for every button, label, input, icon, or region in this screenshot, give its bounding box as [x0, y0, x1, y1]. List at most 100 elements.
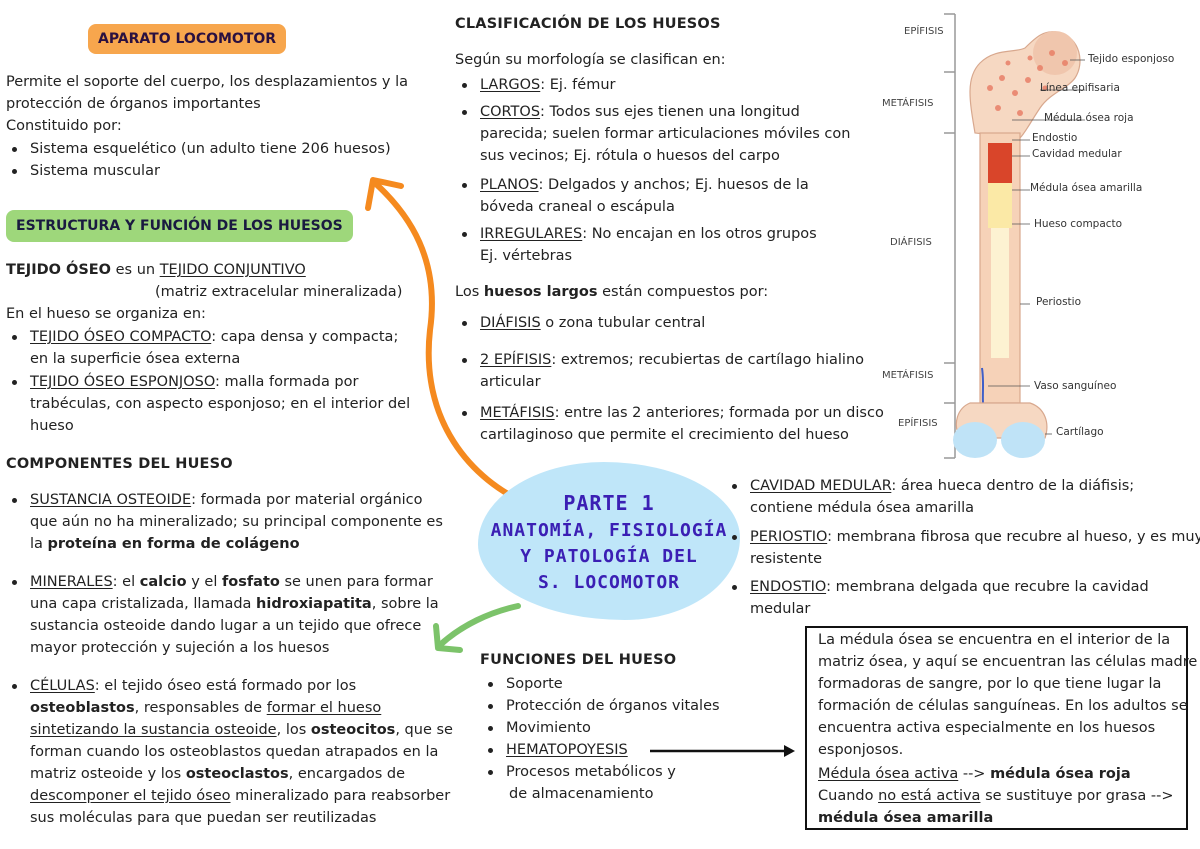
list-item-irregulares: IRREGULARES: No encajan en los otros gru… [462, 224, 817, 244]
medula-info-box [805, 626, 1188, 830]
sustancia-la: la [30, 536, 43, 552]
segun-line: Según su morfología se clasifican en: [455, 52, 726, 68]
fosfato-term: fosfato [221, 574, 280, 590]
list-item-sustancia: SUSTANCIA OSTEOIDE: formada por material… [12, 490, 423, 510]
intro-line-1: Permite el soporte del cuerpo, los despl… [6, 74, 409, 90]
bone-label-metafisis-bottom: METÁFISIS [882, 370, 934, 381]
list-item-hematopoyesis: HEMATOPOYESIS [488, 742, 628, 758]
no-esta-activa: no está activa [878, 788, 981, 804]
hematopoyesis-arrow-head [784, 745, 795, 757]
box-line-8: Cuando no está activa se sustituye por g… [818, 786, 1174, 806]
periostio-line-2: resistente [750, 551, 823, 567]
box-line-6: esponjosos. [818, 742, 904, 758]
celulas-line-5: matriz osteoide y los osteoclastos, enca… [30, 764, 405, 784]
osteoblastos-term: osteoblastos [30, 700, 135, 716]
list-item-proteccion: Protección de órganos vitales [488, 698, 720, 714]
list-item-muscular: Sistema muscular [12, 163, 160, 179]
list-item-esqueletico: Sistema esquelético (un adulto tiene 206… [12, 141, 391, 157]
compacto-line-2: en la superficie ósea externa [30, 351, 241, 367]
metafisis-term: METÁFISIS [480, 405, 555, 421]
bone-label-diafisis: DIÁFISIS [890, 237, 932, 248]
tejido-oseo-term: TEJIDO ÓSEO [6, 262, 111, 278]
celulas-2b: , responsables de [134, 700, 263, 716]
list-item-esponjoso: TEJIDO ÓSEO ESPONJOSO: malla formada por [11, 372, 358, 392]
minerales-2c: , sobre la [371, 596, 439, 612]
green-arrow [437, 603, 521, 648]
diafisis-text: o zona tubular central [545, 315, 706, 331]
badge-aparato-text: APARATO LOCOMOTOR [98, 31, 277, 47]
box-sustituye: se sustituye por grasa --> [985, 788, 1174, 804]
title-anatomia: ANATOMÍA, FISIOLOGÍA [490, 520, 728, 541]
componentes-heading: COMPONENTES DEL HUESO [6, 456, 233, 472]
minerales-term: MINERALES [30, 574, 113, 590]
long-bone-diagram [944, 13, 1085, 459]
sintetizando: sintetizando la sustancia osteoide [30, 722, 277, 738]
cavidad-term: CAVIDAD MEDULAR [750, 478, 892, 494]
planos-text: : Delgados y anchos; Ej. huesos de la [538, 177, 809, 193]
medula-roja: médula ósea roja [990, 766, 1131, 782]
list-item-epifisis: 2 EPÍFISIS: extremos; recubiertas de car… [461, 350, 864, 370]
title-parte: PARTE 1 [563, 491, 655, 515]
celulas-line-6: descomponer el tejido óseo mineralizado … [30, 786, 450, 806]
box-line-4: formación de células sanguíneas. En los … [818, 698, 1188, 714]
esponjoso-line-3: hueso [30, 418, 74, 434]
bone-label-hueso-compacto: Hueso compacto [1034, 218, 1123, 230]
cavidad-text: : área hueca dentro de la diáfisis; [891, 478, 1135, 494]
bone-label-medula-roja: Médula ósea roja [1044, 112, 1134, 124]
diafisis-term: DIÁFISIS [480, 315, 541, 331]
intro-line-2: protección de órganos importantes [6, 96, 261, 112]
list-item-movimiento: Movimiento [488, 720, 591, 736]
celulas-line-3: sintetizando la sustancia osteoide, los … [30, 720, 453, 740]
irregulares-text: : No encajan en los otros grupos [582, 226, 817, 242]
celulas-6b: mineralizado para reabsorber [235, 788, 451, 804]
celulas-3d: , que se [395, 722, 453, 738]
celulas-line-2: osteoblastos, responsables de formar el … [30, 698, 381, 718]
sustancia-text: : formada por material orgánico [191, 492, 423, 508]
bone-label-epifisis-top: EPÍFISIS [904, 26, 944, 37]
minerales-line-4: mayor protección y sujeción a los huesos [30, 640, 330, 656]
list-item-procesos: Procesos metabólicos y [488, 764, 676, 780]
planos-line-2: bóveda craneal o escápula [480, 199, 675, 215]
title-locomotor: S. LOCOMOTOR [537, 572, 681, 593]
proteina-colageno: proteína en forma de colágeno [47, 536, 300, 552]
largos-term: LARGOS [480, 77, 541, 93]
tejido-oseo-line: TEJIDO ÓSEO es un TEJIDO CONJUNTIVO [6, 260, 306, 280]
list-item-soporte: Soporte [488, 676, 563, 692]
matriz-extracelular: (matriz extracelular mineralizada) [155, 284, 403, 300]
endostio-line-2: medular [750, 601, 811, 617]
formar-hueso: formar el hueso [266, 700, 382, 716]
cortos-line-3: sus vecinos; Ej. rótula o huesos del car… [480, 148, 780, 164]
orange-arrow [372, 180, 533, 508]
orange-arrow-head [365, 177, 404, 211]
badge-estructura-funcion: ESTRUCTURA Y FUNCIÓN DE LOS HUESOS [6, 210, 353, 242]
list-item-largos: LARGOS: Ej. fémur [461, 75, 615, 95]
bone-label-medula-amarilla: Médula ósea amarilla [1030, 182, 1143, 194]
organiza-line: En el hueso se organiza en: [6, 306, 206, 322]
list-item-cavidad-medular: CAVIDAD MEDULAR: área hueca dentro de la… [731, 476, 1135, 496]
largos-comp-a: Los [455, 284, 480, 300]
title-patologia: Y PATOLOGÍA DEL [520, 546, 698, 567]
sustancia-line-2: que aún no ha mineralizado; su principal… [30, 514, 443, 530]
minerales-line-3: sustancia osteoide dando lugar a un teji… [30, 618, 422, 634]
irregulares-line-2: Ej. vértebras [480, 248, 573, 264]
irregulares-term: IRREGULARES [480, 226, 583, 242]
descomponer: descomponer el tejido óseo [30, 788, 231, 804]
osteoclastos-term: osteoclastos [185, 766, 289, 782]
hidroxiapatita-term: hidroxiapatita [256, 596, 372, 612]
tejido-conjuntivo-term: TEJIDO CONJUNTIVO [159, 262, 306, 278]
procesos-line-2: de almacenamiento [509, 786, 654, 802]
celulas-5c: , encargados de [288, 766, 406, 782]
list-item-periostio: PERIOSTIO: membrana fibrosa que recubre … [731, 527, 1200, 547]
title-blob [478, 462, 740, 620]
list-item-planos: PLANOS: Delgados y anchos; Ej. huesos de… [462, 175, 809, 195]
esponjoso-term: TEJIDO ÓSEO ESPONJOSO [30, 374, 215, 390]
minerales-line-2: una capa cristalizada, llamada hidroxiap… [30, 594, 439, 614]
list-item-endostio: ENDOSTIO: membrana delgada que recubre l… [732, 577, 1149, 597]
medula-amarilla: médula ósea amarilla [818, 810, 994, 826]
huesos-largos-term: huesos largos [483, 284, 598, 300]
box-line-7: Médula ósea activa --> médula ósea roja [818, 764, 1131, 784]
bone-label-metafisis-top: METÁFISIS [882, 98, 934, 109]
bone-label-cavidad-medular: Cavidad medular [1032, 148, 1122, 160]
celulas-line-7: sus moléculas para que puedan ser reutil… [30, 810, 377, 826]
